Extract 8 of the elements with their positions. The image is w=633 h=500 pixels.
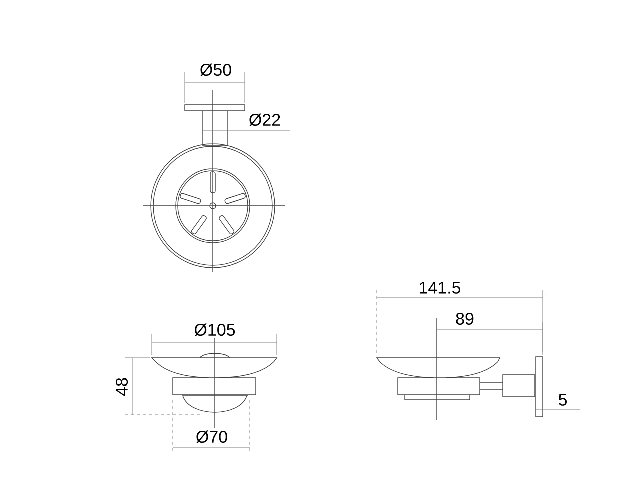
- dimension-label: Ø105: [194, 324, 236, 336]
- dimension-label: 48: [116, 378, 128, 396]
- dimension-label: Ø50: [200, 64, 232, 76]
- dimension-label: 141.5: [420, 282, 461, 294]
- dimension-label: Ø70: [196, 430, 228, 444]
- dimension-label: 5: [558, 394, 567, 406]
- dimension-label: 89: [456, 312, 474, 326]
- dimension-label: Ø22: [250, 114, 280, 126]
